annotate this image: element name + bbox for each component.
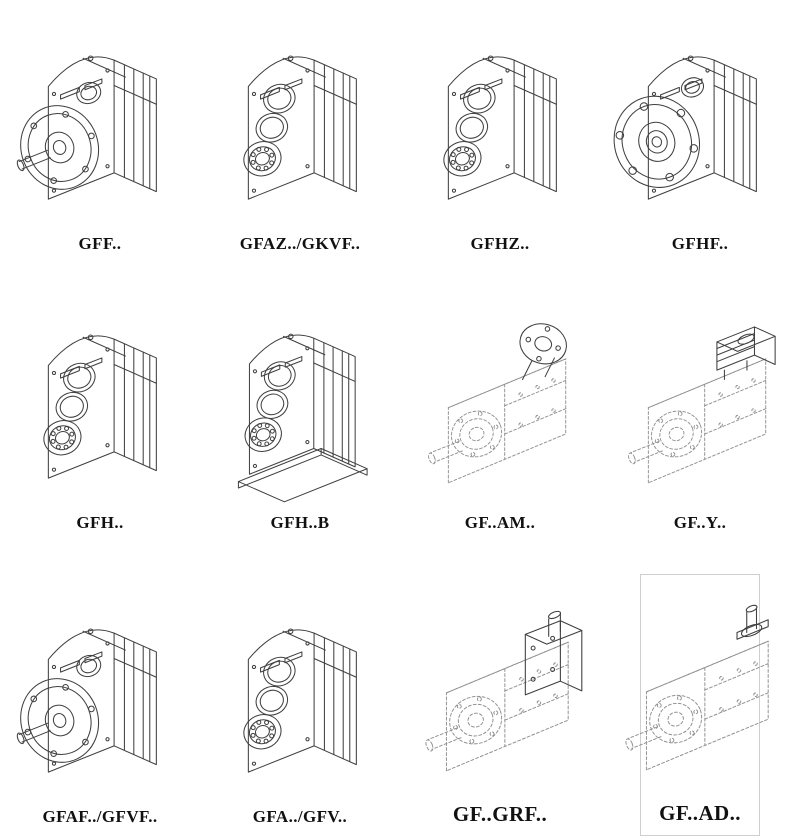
model-label: GF..AD.. [659,801,741,825]
model-label: GFHZ.. [470,234,530,253]
gearbox-drawing-bore [205,16,395,232]
gearbox-drawing-bore [405,16,595,232]
cell-gfa-gfv: GFA../GFV.. [240,574,360,836]
gearbox-drawing-dashed-input-shaft [624,603,769,771]
gearbox-drawing-dashed-gear-adapter [424,609,583,772]
model-label: GF..AM.. [464,513,536,532]
gearbox-drawing-flange-shaft [5,16,195,232]
model-label: GFAF../GFVF.. [42,807,158,826]
model-label: GF..GRF.. [452,802,548,826]
gearbox-drawing-dashed-motor [626,326,776,484]
cell-gf-y: GF..Y.. [626,295,776,542]
gearbox-drawing-dashed-flange-adapter [426,317,572,484]
gearbox-drawing-bore-base [205,295,395,511]
cell-gfh-b: GFH..B [240,295,360,542]
cell-gfhf: GFHF.. [640,16,760,263]
gearbox-drawing-bore [5,295,195,511]
model-label: GFHF.. [671,234,729,253]
model-label: GFH.. [76,513,124,532]
cell-gfaz-gkvf: GFAZ../GKVF.. [240,16,360,263]
catalog-page: GFF.. GFAZ../GKVF.. GFHZ.. GFHF.. GFH.. … [8,16,776,836]
cell-gf-grf: GF..GRF.. [424,574,583,836]
gearbox-drawing-large-flange [605,16,795,232]
model-label: GFH..B [270,513,330,532]
cell-gfaf-gfvf: GFAF../GFVF.. [40,574,160,836]
cell-gf-ad: GF..AD.. [624,574,769,836]
gearbox-drawing-flange-shaft [5,589,195,805]
cell-gf-am: GF..AM.. [426,295,572,542]
model-label: GFF.. [78,234,122,253]
model-label: GFA../GFV.. [252,807,348,826]
model-label: GF..Y.. [673,513,727,532]
cell-gfh: GFH.. [40,295,160,542]
cell-gfhz: GFHZ.. [440,16,560,263]
cell-gff: GFF.. [40,16,160,263]
gearbox-drawing-bore [205,589,395,805]
model-label: GFAZ../GKVF.. [239,234,361,253]
